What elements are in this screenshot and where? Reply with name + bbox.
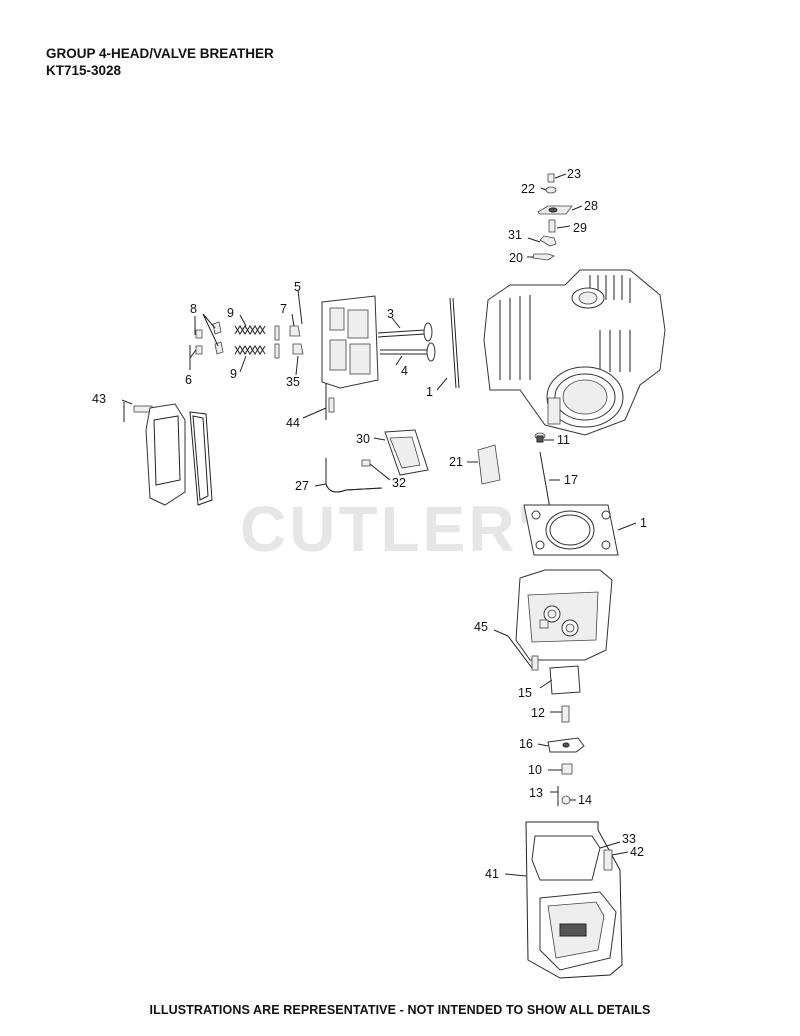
part-27-hose — [314, 458, 383, 493]
callout-4: 4 — [401, 364, 408, 378]
callout-22: 22 — [521, 182, 535, 196]
part-16-rocker-arm — [537, 737, 585, 753]
callout-6: 6 — [185, 373, 192, 387]
callout-1-upper: 1 — [426, 385, 433, 399]
callout-33: 33 — [622, 832, 636, 846]
callout-15: 15 — [518, 686, 532, 700]
callout-5: 5 — [294, 280, 301, 294]
callout-42: 42 — [630, 845, 644, 859]
callout-21: 21 — [449, 455, 463, 469]
page-title: GROUP 4-HEAD/VALVE BREATHER KT715-3028 — [46, 45, 274, 79]
part-15-guide-plate — [531, 655, 581, 695]
callout-43: 43 — [92, 392, 106, 406]
part-31-bracket — [527, 235, 557, 247]
callout-16: 16 — [519, 737, 533, 751]
group-title: GROUP 4-HEAD/VALVE BREATHER — [46, 46, 274, 61]
callout-28: 28 — [584, 199, 598, 213]
part-23-screw — [547, 173, 567, 183]
cylinder-block — [483, 269, 666, 436]
part-6-retainers — [189, 329, 203, 370]
part-32-screw — [361, 459, 391, 481]
callout-9-bottom: 9 — [230, 367, 237, 381]
part-12-pivot-stud — [550, 705, 570, 723]
callout-27: 27 — [295, 479, 309, 493]
callout-12: 12 — [531, 706, 545, 720]
rocker-cover-assembly — [504, 821, 629, 979]
part-seals — [274, 325, 280, 359]
part-20-bracket — [527, 253, 555, 261]
part-30-breather-plate — [373, 429, 429, 476]
callout-10: 10 — [528, 763, 542, 777]
callout-20: 20 — [509, 251, 523, 265]
part-1-head-gasket — [523, 504, 637, 556]
part-9-springs — [234, 314, 266, 373]
callout-8: 8 — [190, 302, 197, 316]
part-44-stud — [302, 384, 335, 420]
callout-41: 41 — [485, 867, 499, 881]
part-1-gasket-edge — [436, 297, 460, 391]
callout-30: 30 — [356, 432, 370, 446]
callout-44: 44 — [286, 416, 300, 430]
part-7-part-35-rotators — [289, 289, 304, 376]
callout-1-lower: 1 — [640, 516, 647, 530]
footer-disclaimer: ILLUSTRATIONS ARE REPRESENTATIVE - NOT I… — [149, 1003, 651, 1017]
part-10-nut — [548, 763, 573, 775]
callout-3: 3 — [387, 307, 394, 321]
callout-14: 14 — [578, 793, 592, 807]
callout-23: 23 — [567, 167, 581, 181]
part-29-stud — [548, 219, 571, 233]
callout-32: 32 — [392, 476, 406, 490]
valve-cover-left — [121, 399, 213, 506]
callout-35: 35 — [286, 375, 300, 389]
callout-45: 45 — [474, 620, 488, 634]
cylinder-head-side — [321, 295, 379, 389]
callout-7: 7 — [280, 302, 287, 316]
part-22-washer — [540, 186, 557, 194]
part-21-block — [467, 444, 501, 485]
model-number: KT715-3028 — [46, 63, 122, 78]
watermark: CUTLER'S — [240, 493, 582, 565]
callout-29: 29 — [573, 221, 587, 235]
callout-13: 13 — [529, 786, 543, 800]
part-8-keepers — [194, 313, 224, 355]
part-3-part-4-valves — [377, 317, 436, 366]
part-28-plate — [537, 205, 583, 215]
part-13-part-14-screw — [550, 786, 576, 806]
callout-17: 17 — [564, 473, 578, 487]
cylinder-head — [493, 569, 613, 669]
callout-9-top: 9 — [227, 306, 234, 320]
callout-11: 11 — [557, 433, 570, 447]
callout-31: 31 — [508, 228, 522, 242]
